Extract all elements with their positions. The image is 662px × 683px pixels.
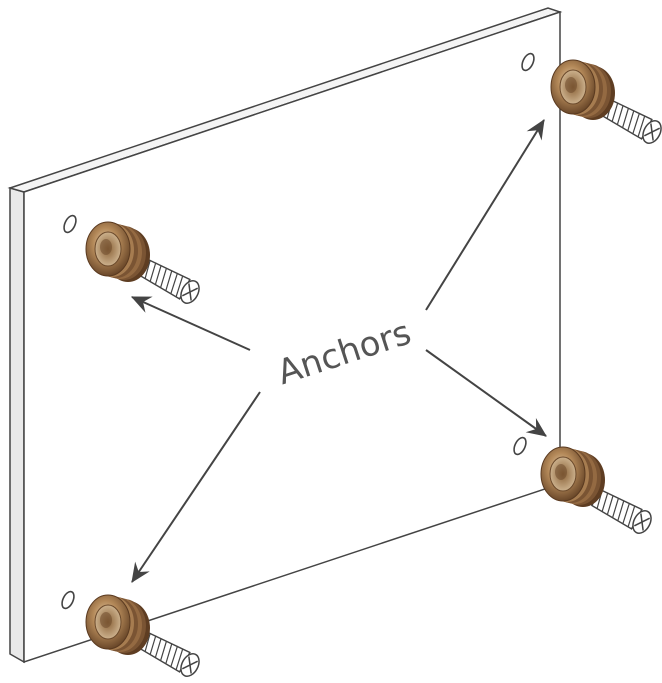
arrow-icon: [130, 296, 251, 351]
board-edge: [9, 187, 25, 664]
arrow-icon: [425, 119, 545, 311]
arrow-icon: [131, 391, 261, 583]
board: [7, 7, 563, 664]
board-face: [23, 10, 561, 664]
wall-anchor-icon: [540, 446, 606, 508]
arrow-icon: [425, 349, 547, 437]
